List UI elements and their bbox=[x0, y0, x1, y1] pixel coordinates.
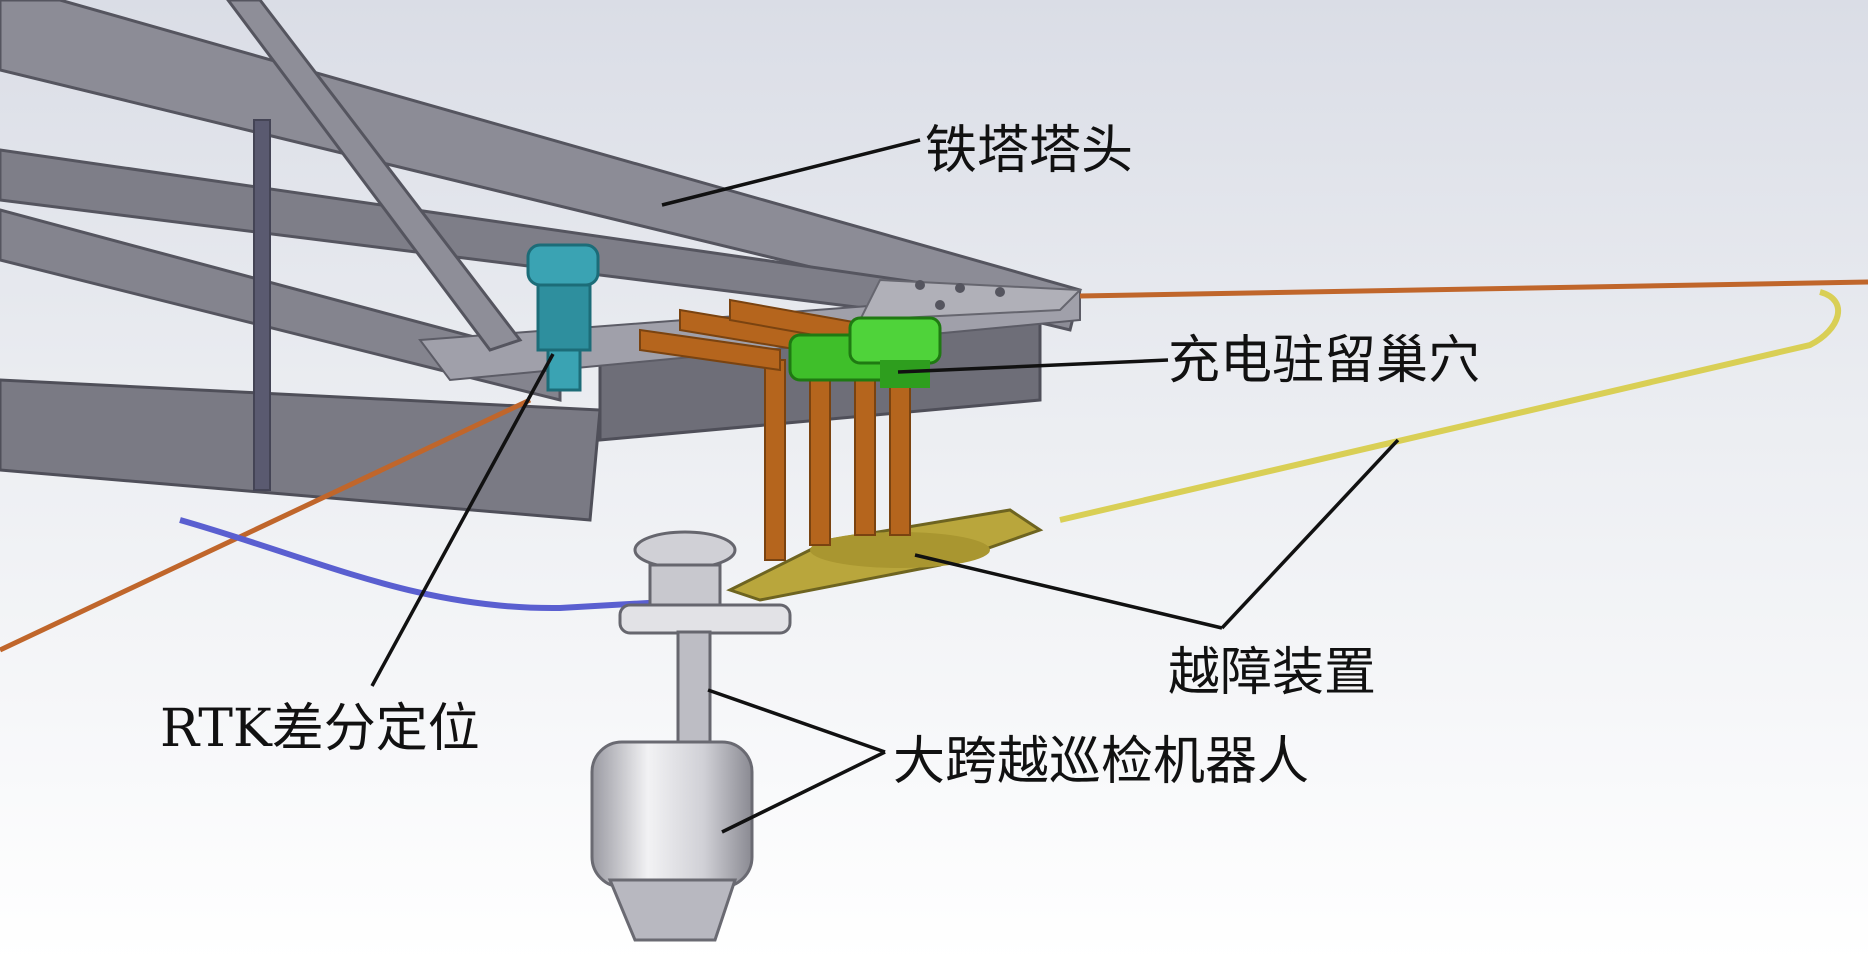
wires bbox=[0, 279, 1868, 653]
leader-lines bbox=[370, 138, 1400, 834]
charging-nest bbox=[788, 316, 942, 388]
inspection-robot bbox=[590, 530, 792, 942]
label-obstacle-device: 越障装置 bbox=[1168, 643, 1376, 703]
label-robot: 大跨越巡检机器人 bbox=[893, 732, 1309, 792]
label-tower-head: 铁塔塔头 bbox=[925, 121, 1133, 181]
label-rtk: RTK差分定位 bbox=[160, 699, 480, 759]
rtk-antenna bbox=[526, 243, 600, 392]
label-charging-nest: 充电驻留巢穴 bbox=[1168, 331, 1480, 391]
support-posts bbox=[639, 298, 911, 561]
